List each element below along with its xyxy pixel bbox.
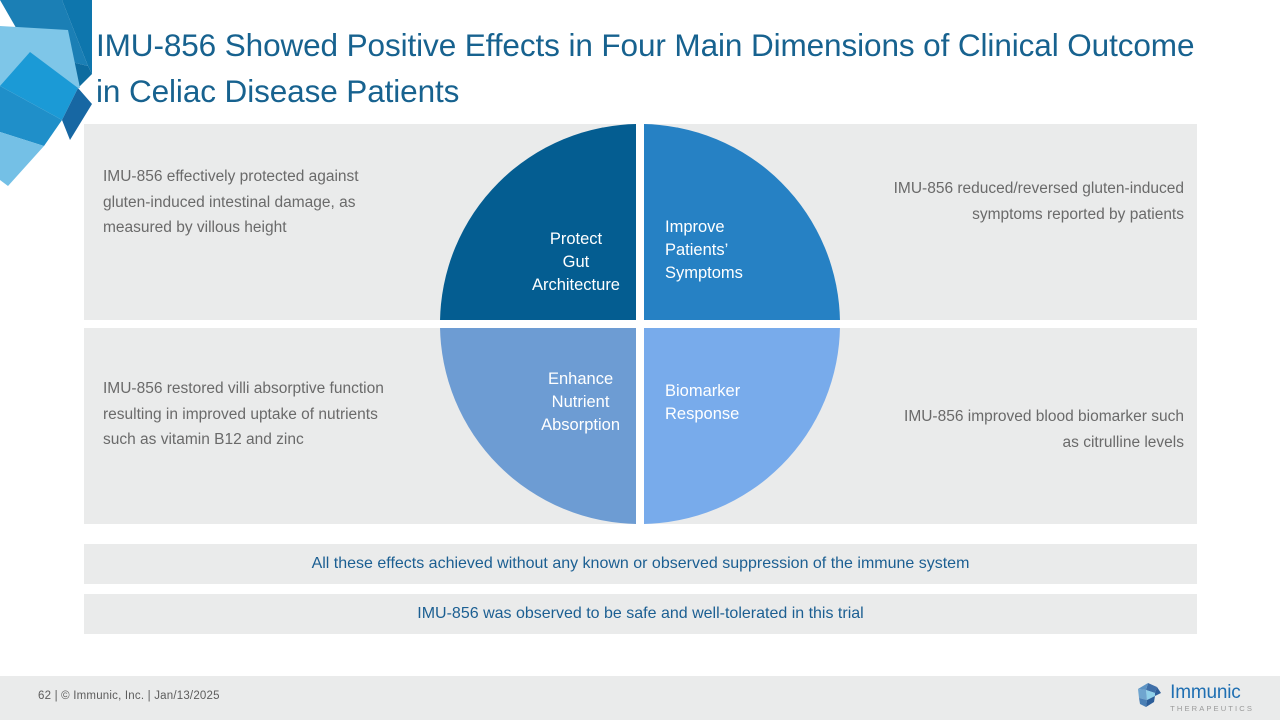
quadrant-label-improve-patients-symptoms: Improve Patients’ Symptoms (665, 218, 743, 282)
panel-text-biomarker-response: IMU-856 improved blood biomarker such as… (904, 408, 1184, 451)
four-quadrant-circle-diagram: Protect Gut Architecture Improve Patient… (440, 124, 840, 524)
quadrant-improve-patients-symptoms[interactable]: Improve Patients’ Symptoms (644, 124, 840, 320)
quadrant-label-protect-gut-architecture: Protect Gut Architecture (531, 230, 620, 294)
logo-company-name: Immunic (1170, 682, 1241, 704)
decorative-corner-graphic (0, 0, 92, 190)
logo-wordmark: Immunic THERAPEUTICS (1170, 683, 1254, 713)
immunic-logo-icon (1135, 682, 1163, 715)
panel-text-improve-patients-symptoms: IMU-856 reduced/reversed gluten-induced … (893, 180, 1184, 223)
footer-text: 62 | © Immunic, Inc. | Jan/13/2025 (38, 690, 220, 702)
quadrant-biomarker-response[interactable]: Biomarker Response (644, 328, 840, 524)
panel-text-enhance-nutrient-absorption: IMU-856 restored villi absorptive functi… (103, 380, 384, 448)
banner-safety-tolerability: IMU-856 was observed to be safe and well… (84, 594, 1197, 634)
quadrant-protect-gut-architecture[interactable]: Protect Gut Architecture (440, 124, 636, 320)
quadrant-shape-bottom-right (644, 328, 840, 524)
quadrant-label-biomarker-response: Biomarker Response (665, 382, 741, 423)
footer-bar: 62 | © Immunic, Inc. | Jan/13/2025 Immun… (0, 676, 1280, 720)
quadrant-label-enhance-nutrient-absorption: Enhance Nutrient Absorption (541, 370, 620, 434)
page-title: IMU-856 Showed Positive Effects in Four … (96, 27, 1195, 109)
panel-text-protect-gut-architecture: IMU-856 effectively protected against gl… (103, 168, 359, 236)
banner-immune-suppression: All these effects achieved without any k… (84, 544, 1197, 584)
main-content-area: IMU-856 effectively protected against gl… (84, 124, 1197, 524)
company-logo: Immunic THERAPEUTICS (1135, 682, 1254, 714)
logo-company-subtitle: THERAPEUTICS (1170, 704, 1254, 714)
quadrant-enhance-nutrient-absorption[interactable]: Enhance Nutrient Absorption (440, 328, 636, 524)
